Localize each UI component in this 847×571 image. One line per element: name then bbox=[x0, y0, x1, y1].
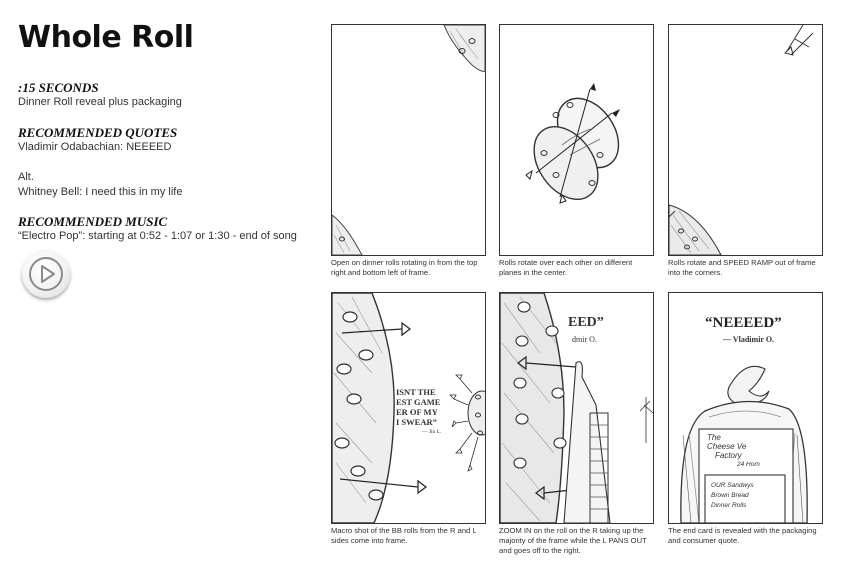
quotes-text: Vladimir Odabachian: NEEEED bbox=[18, 141, 172, 153]
package-menu-line-3: Dinner Rolls bbox=[711, 502, 747, 509]
package-menu-line-1: OUR Sandwys bbox=[711, 482, 754, 489]
play-button[interactable] bbox=[22, 250, 70, 298]
sketch-quote-author: — Jin L. bbox=[422, 429, 442, 435]
music-heading: RECOMMENDED MUSIC bbox=[18, 214, 168, 229]
storyboard-panel-3 bbox=[668, 24, 823, 256]
panel-3-caption: Rolls rotate and SPEED RAMP out of frame… bbox=[668, 258, 816, 277]
package-label-line-1: The bbox=[707, 433, 721, 442]
panel-1-sketch bbox=[332, 25, 485, 255]
page-title: Whole Roll bbox=[18, 20, 194, 55]
storyboard-panel-6: “NEEEED” — Vladimir O. The Cheese Ve Fac… bbox=[668, 292, 823, 524]
storyboard-panel-4: ISNT THE EST GAME ER OF MY I SWEAR” — Ji… bbox=[331, 292, 486, 524]
duration-heading: :15 SECONDS bbox=[18, 80, 99, 95]
storyboard-panel-2 bbox=[499, 24, 654, 256]
panel-2-caption: Rolls rotate over each other on differen… bbox=[499, 258, 633, 277]
panel-5-caption: ZOOM IN on the roll on the R taking up t… bbox=[499, 526, 647, 555]
play-icon bbox=[41, 265, 55, 283]
sketch-quote-line-4: I SWEAR” bbox=[396, 417, 437, 427]
alt-label: Alt. bbox=[18, 171, 34, 183]
music-text: “Electro Pop”: starting at 0:52 - 1:07 o… bbox=[18, 230, 297, 242]
panel-2-sketch bbox=[525, 83, 620, 204]
sketch-quote-line-3: ER OF MY bbox=[396, 407, 438, 417]
end-card-quote: “NEEEED” bbox=[705, 315, 782, 331]
end-card-quote-author: — Vladimir O. bbox=[723, 335, 775, 344]
panel-4-sketch bbox=[332, 293, 485, 523]
package-label-line-2: Cheese Ve bbox=[707, 442, 747, 451]
play-ring bbox=[29, 257, 63, 291]
package-menu-line-2: Brown Bread bbox=[711, 492, 749, 499]
panel-6-caption: The end card is revealed with the packag… bbox=[668, 526, 817, 545]
panel-5-sketch bbox=[500, 293, 653, 523]
sketch-quote-author: dmir O. bbox=[572, 335, 597, 344]
quotes-heading: RECOMMENDED QUOTES bbox=[18, 125, 178, 140]
sketch-quote-line-1: ISNT THE bbox=[396, 387, 436, 397]
package-label-line-4: 24 Hom bbox=[737, 461, 760, 468]
alt-text: Whitney Bell: I need this in my life bbox=[18, 186, 183, 198]
storyboard-panel-5: EED” dmir O. bbox=[499, 292, 654, 524]
sketch-quote-line-2: EST GAME bbox=[396, 397, 441, 407]
package-label-line-3: Factory bbox=[715, 451, 742, 460]
panel-6-sketch bbox=[680, 365, 808, 523]
storyboard-panel-1 bbox=[331, 24, 486, 256]
panel-4-caption: Macro shot of the BB rolls from the R an… bbox=[331, 526, 477, 545]
sketch-quote-line-1: EED” bbox=[568, 315, 604, 330]
panel-3-sketch bbox=[669, 25, 814, 255]
panel-1-caption: Open on dinner rolls rotating in from th… bbox=[331, 258, 478, 277]
duration-text: Dinner Roll reveal plus packaging bbox=[18, 96, 182, 108]
